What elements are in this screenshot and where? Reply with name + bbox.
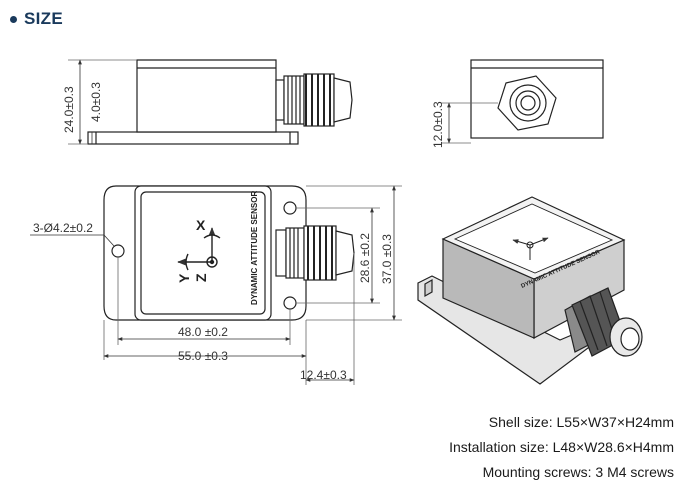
axis-x-label: X <box>196 217 206 233</box>
iso-axis-icon <box>512 237 549 260</box>
side-view <box>68 59 353 145</box>
axis-y-label: Y <box>176 273 192 283</box>
section-title: SIZE <box>24 9 63 28</box>
section-heading: SIZE <box>10 9 63 29</box>
mount-hole <box>111 244 125 258</box>
dim-hole-spec: 3-Ø4.2±0.2 <box>33 221 93 235</box>
bullet-icon <box>10 15 17 23</box>
dim-height-total: 24.0±0.3 <box>62 86 76 133</box>
mount-hole <box>283 296 297 310</box>
iso-view <box>417 196 643 385</box>
spec-mounting-screws: Mounting screws: 3 M4 screws <box>482 464 674 480</box>
dim-connector-height: 12.0±0.3 <box>431 101 445 148</box>
sensor-label: DYNAMIC ATTITUDE SENSOR <box>250 191 259 305</box>
dim-inner-length: 48.0 ±0.2 <box>178 325 228 339</box>
top-connector <box>275 225 355 281</box>
spec-shell-size: Shell size: L55×W37×H24mm <box>488 414 674 430</box>
iso-connector <box>564 287 643 357</box>
dim-outer-width: 37.0 ±0.3 <box>380 234 394 284</box>
dim-base-height: 4.0±0.3 <box>89 82 103 122</box>
dim-inner-width: 28.6 ±0.2 <box>358 233 372 283</box>
front-view <box>441 59 604 144</box>
axis-symbol <box>177 227 221 271</box>
spec-installation-size: Installation size: L48×W28.6×H4mm <box>449 439 674 455</box>
axis-z-label: Z <box>193 273 209 282</box>
side-connector <box>275 73 353 127</box>
dim-connector-length: 12.4±0.3 <box>300 368 347 382</box>
mount-hole <box>283 201 297 215</box>
top-view <box>30 185 402 385</box>
spec-list: Shell size: L55×W37×H24mm Installation s… <box>449 410 674 485</box>
dim-outer-length: 55.0 ±0.3 <box>178 349 228 363</box>
